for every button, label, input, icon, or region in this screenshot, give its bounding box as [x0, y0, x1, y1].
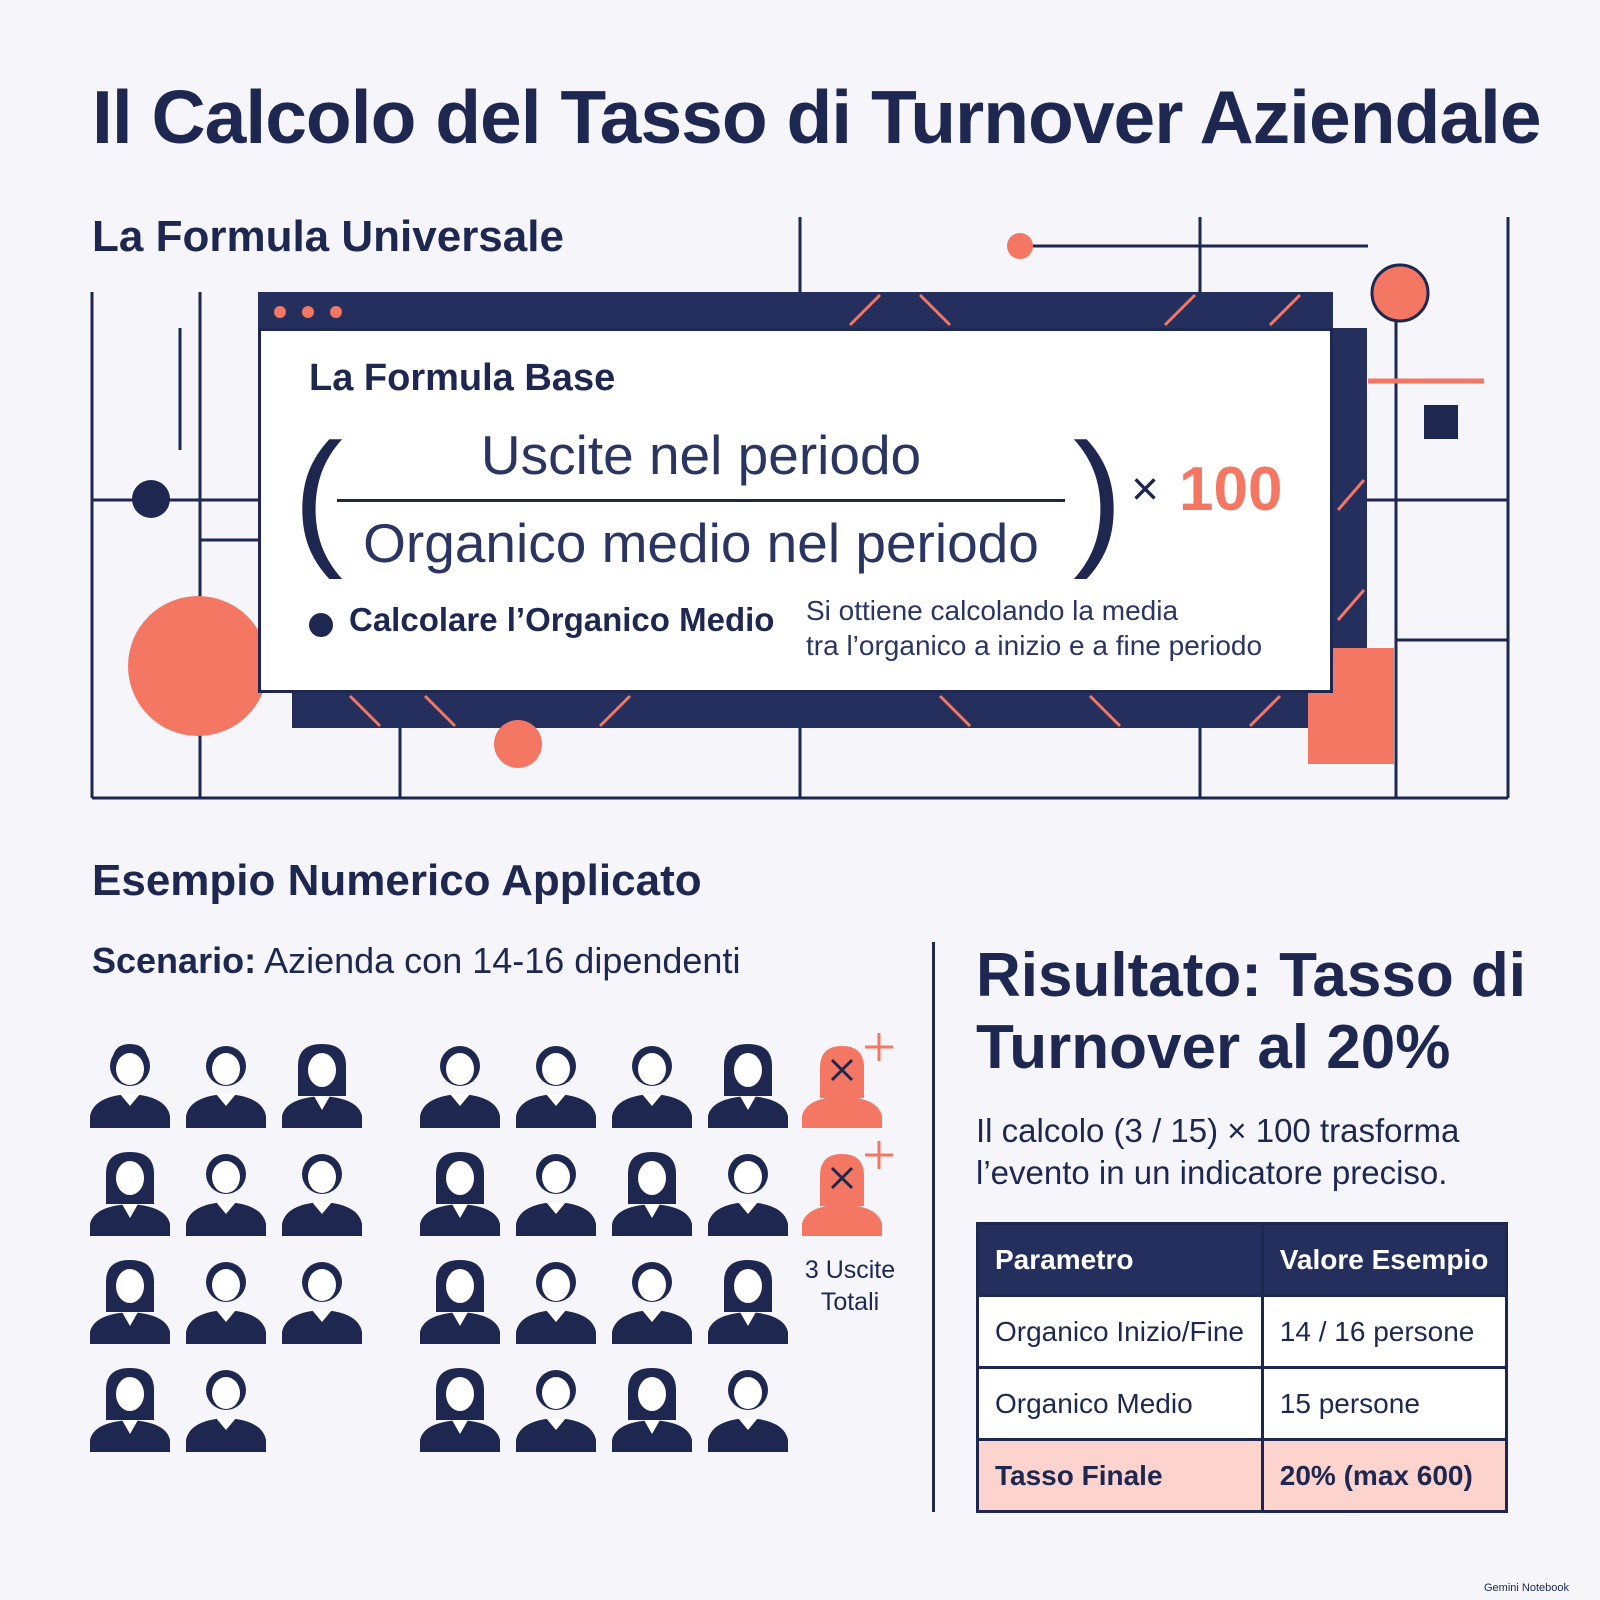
scenario-label: Scenario:: [92, 940, 257, 981]
right-parenthesis: ): [1073, 412, 1123, 580]
result-description-line2: l’evento in un indicatore preciso.: [976, 1154, 1448, 1191]
table-header-valore: Valore Esempio: [1260, 1222, 1509, 1297]
table-header-parametro: Parametro: [976, 1222, 1264, 1297]
person-female-icon: [90, 1360, 170, 1452]
person-male-icon: [186, 1360, 266, 1452]
table-row-highlight: Tasso Finale 20% (max 600): [976, 1438, 1509, 1513]
person-female-icon: [282, 1036, 362, 1128]
table-row: Organico Inizio/Fine 14 / 16 persone: [976, 1294, 1509, 1369]
person-female-icon: [420, 1144, 500, 1236]
person-male-icon: [420, 1036, 500, 1128]
exits-label-line2: Totali: [820, 1288, 880, 1316]
person-female-icon: [90, 1144, 170, 1236]
table-row: Organico Medio 15 persone: [976, 1366, 1509, 1441]
formula-numerator: Uscite nel periodo: [480, 424, 922, 486]
person-male-icon: [90, 1036, 170, 1128]
table-cell-parameter: Organico Medio: [976, 1366, 1264, 1441]
person-male-icon: [612, 1036, 692, 1128]
person-male-icon: [516, 1252, 596, 1344]
table-cell-value: 14 / 16 persone: [1260, 1294, 1509, 1369]
formula-card: La Formula Base ( Uscite nel periodo Org…: [258, 328, 1333, 693]
section-divider: [932, 942, 935, 1512]
example-section-heading: Esempio Numerico Applicato: [92, 856, 702, 905]
formula-card-title: La Formula Base: [309, 357, 616, 399]
person-male-icon: [516, 1144, 596, 1236]
person-exit-icon: [802, 1036, 882, 1128]
person-male-icon: [186, 1036, 266, 1128]
person-female-icon: [612, 1360, 692, 1452]
person-female-icon: [708, 1252, 788, 1344]
result-description-line1: Il calcolo (3 / 15) × 100 trasforma: [976, 1112, 1460, 1149]
multiply-symbol: ×: [1131, 463, 1160, 516]
person-male-icon: [516, 1036, 596, 1128]
person-male-icon: [516, 1360, 596, 1452]
person-male-icon: [282, 1144, 362, 1236]
fraction-bar: [337, 499, 1065, 502]
page-title: Il Calcolo del Tasso di Turnover Azienda…: [92, 75, 1542, 159]
person-female-icon: [612, 1144, 692, 1236]
person-male-icon: [282, 1252, 362, 1344]
person-exit-icon: [802, 1144, 882, 1236]
result-heading-line2: Turnover al 20%: [976, 1013, 1451, 1082]
person-female-icon: [708, 1036, 788, 1128]
formula-denominator: Organico medio nel periodo: [363, 512, 1039, 574]
scenario-description: Azienda con 14-16 dipendenti: [256, 940, 741, 981]
bullet-description: Si ottiene calcolando la media tra l’org…: [806, 593, 1262, 663]
table-cell-parameter: Organico Inizio/Fine: [976, 1294, 1264, 1369]
result-description: Il calcolo (3 / 15) × 100 trasforma l’ev…: [976, 1110, 1459, 1194]
table-cell-value: 15 persone: [1260, 1366, 1509, 1441]
result-heading: Risultato: Tasso di Turnover al 20%: [976, 940, 1526, 1084]
person-female-icon: [420, 1360, 500, 1452]
person-female-icon: [90, 1252, 170, 1344]
table-cell-parameter: Tasso Finale: [976, 1438, 1264, 1513]
exits-label-line1: 3 Uscite: [804, 1256, 896, 1284]
scenario-text: Scenario: Azienda con 14-16 dipendenti: [92, 940, 740, 982]
person-male-icon: [186, 1252, 266, 1344]
person-male-icon: [186, 1144, 266, 1236]
table-cell-value: 20% (max 600): [1260, 1438, 1509, 1513]
person-male-icon: [708, 1144, 788, 1236]
plus-icon: [865, 1141, 893, 1169]
person-female-icon: [420, 1252, 500, 1344]
result-heading-line1: Risultato: Tasso di: [976, 941, 1527, 1010]
results-table: Parametro Valore Esempio Organico Inizio…: [976, 1222, 1509, 1513]
bullet-dot-icon: [309, 613, 333, 637]
plus-icon: [865, 1033, 893, 1061]
bullet-description-line1: Si ottiene calcolando la media: [806, 595, 1179, 626]
bullet-label: Calcolare l’Organico Medio: [349, 601, 775, 638]
left-parenthesis: (: [293, 412, 343, 580]
person-male-icon: [612, 1252, 692, 1344]
exits-label: 3 Uscite Totali: [790, 1254, 910, 1318]
brand-watermark: Gemini Notebook: [1484, 1582, 1569, 1594]
person-male-icon: [708, 1360, 788, 1452]
table-header-row: Parametro Valore Esempio: [976, 1222, 1509, 1297]
formula-multiplier: 100: [1179, 455, 1283, 524]
formula-section-heading: La Formula Universale: [92, 212, 564, 261]
bullet-description-line2: tra l’organico a inizio e a fine periodo: [806, 630, 1263, 661]
